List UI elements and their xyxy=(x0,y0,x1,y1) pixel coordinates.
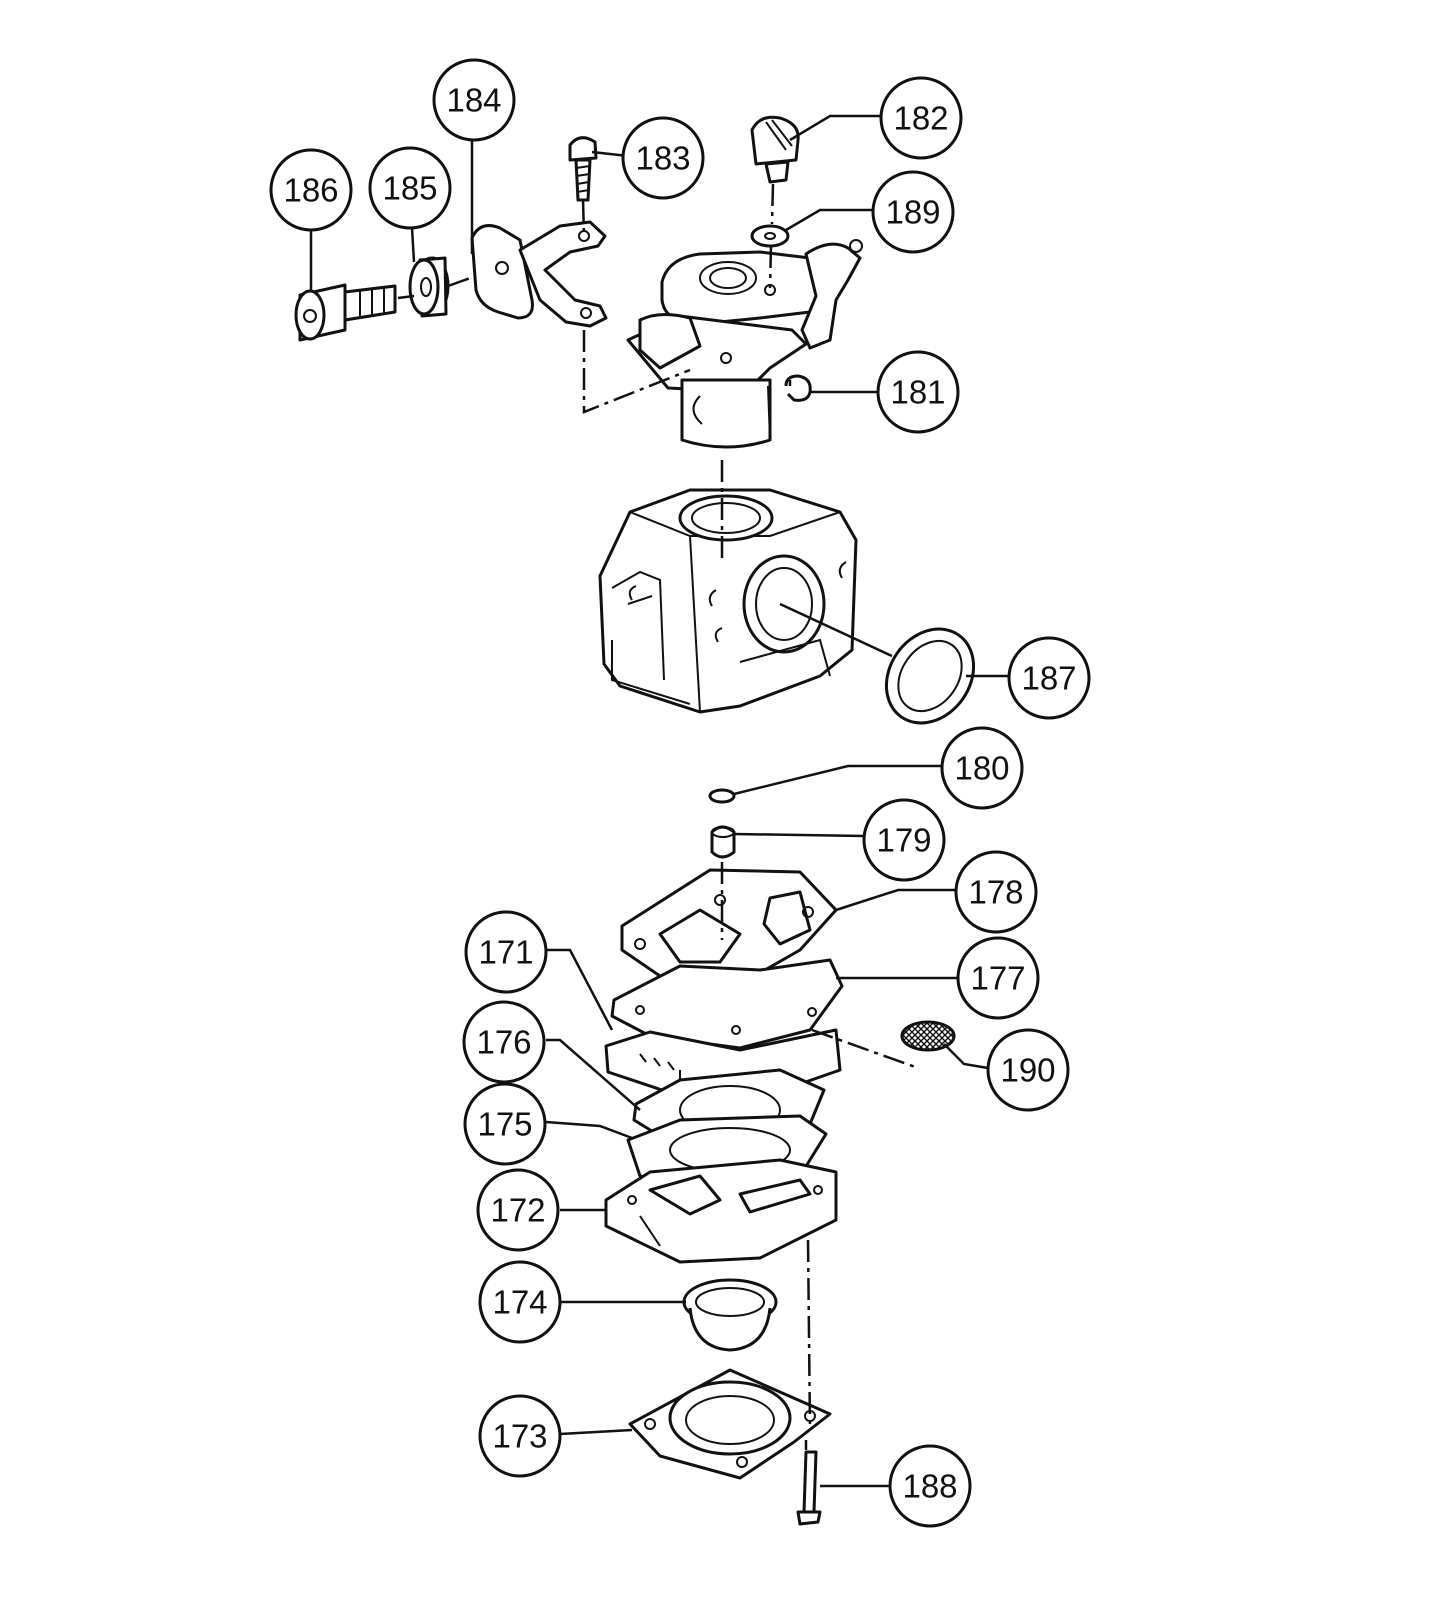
callout-187-label: 187 xyxy=(1021,660,1076,697)
callout-189: 189 xyxy=(871,170,955,254)
callout-177-label: 177 xyxy=(970,960,1025,997)
callout-189-label: 189 xyxy=(885,194,940,231)
callout-171: 171 xyxy=(464,910,548,994)
part-182-adjust-screw xyxy=(750,115,800,184)
callout-175-label: 175 xyxy=(477,1106,532,1143)
callout-180-label: 180 xyxy=(954,750,1009,787)
callout-184: 184 xyxy=(432,58,516,142)
part-190-mesh-filter xyxy=(900,1020,956,1052)
callout-174: 174 xyxy=(478,1260,562,1344)
callout-172: 172 xyxy=(476,1168,560,1252)
callout-180: 180 xyxy=(940,726,1024,810)
callout-171-label: 171 xyxy=(478,934,533,971)
part-183-screw xyxy=(568,136,598,202)
callout-175: 175 xyxy=(463,1082,547,1166)
part-173-cover-plate xyxy=(628,1368,832,1480)
callout-172-label: 172 xyxy=(490,1192,545,1229)
callout-186: 186 xyxy=(269,148,353,232)
leader-lines xyxy=(309,114,1010,1488)
callout-185-label: 185 xyxy=(382,170,437,207)
callout-190: 190 xyxy=(986,1028,1070,1112)
callout-181-label: 181 xyxy=(890,374,945,411)
part-188-long-screw xyxy=(796,1450,822,1526)
part-179-plug xyxy=(710,825,736,859)
callout-188-label: 188 xyxy=(902,1468,957,1505)
callout-173: 173 xyxy=(478,1394,562,1478)
callout-177: 177 xyxy=(956,936,1040,1020)
callout-179: 179 xyxy=(862,798,946,882)
callout-182-label: 182 xyxy=(893,100,948,137)
callout-186-label: 186 xyxy=(283,172,338,209)
callout-190-label: 190 xyxy=(1000,1052,1055,1089)
part-184-lever-bracket xyxy=(470,220,608,328)
part-177-diaphragm xyxy=(610,958,844,1050)
part-carburetor-body xyxy=(598,488,858,714)
callout-184-label: 184 xyxy=(446,82,501,119)
callout-185: 185 xyxy=(368,146,452,230)
part-174-cup xyxy=(682,1278,778,1352)
part-upper-housing xyxy=(626,239,863,449)
part-180-small-ring xyxy=(708,788,736,804)
assembly-lines xyxy=(397,183,919,1450)
part-185-washer xyxy=(408,256,450,318)
callout-183-label: 183 xyxy=(635,140,690,177)
part-189-small-washer xyxy=(750,224,790,248)
part-186-hose-fitting xyxy=(294,283,397,342)
part-178-gasket-plate xyxy=(620,868,838,992)
callout-178-label: 178 xyxy=(968,874,1023,911)
part-172-lower-body xyxy=(604,1158,838,1264)
callout-179-label: 179 xyxy=(876,822,931,859)
callout-187: 187 xyxy=(1007,636,1091,720)
part-181-clip xyxy=(784,374,812,402)
callout-181: 181 xyxy=(876,350,960,434)
callout-176-label: 176 xyxy=(476,1024,531,1061)
callout-178: 178 xyxy=(954,850,1038,934)
callout-173-label: 173 xyxy=(492,1418,547,1455)
callout-182: 182 xyxy=(879,76,963,160)
callout-188: 188 xyxy=(888,1444,972,1528)
callout-176: 176 xyxy=(462,1000,546,1084)
part-187-seal-ring xyxy=(884,627,976,725)
callout-174-label: 174 xyxy=(492,1284,547,1321)
callout-183: 183 xyxy=(621,116,705,200)
